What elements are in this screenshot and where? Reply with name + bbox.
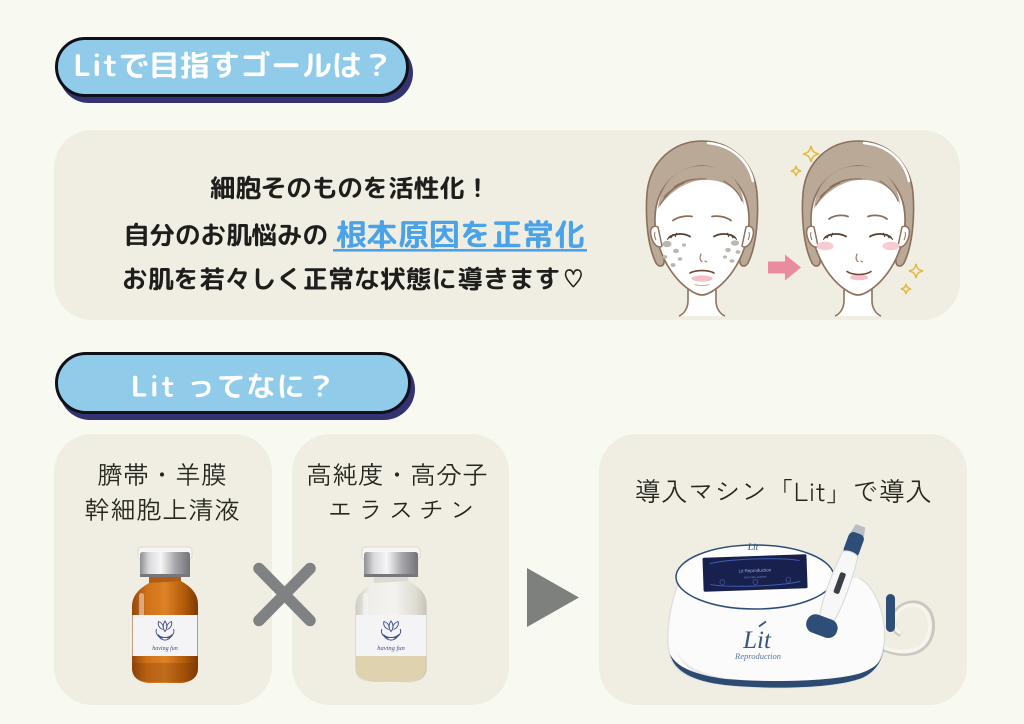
svg-text:Lit: Lit — [747, 543, 759, 553]
svg-text:skin care system: skin care system — [744, 575, 767, 580]
svg-text:Lit Reproduction: Lit Reproduction — [738, 567, 771, 573]
svg-text:Reproduction: Reproduction — [734, 651, 781, 661]
svg-text:having fun: having fun — [377, 645, 404, 652]
svg-text:having fun: having fun — [152, 645, 178, 652]
svg-text:Lit: Lit — [742, 627, 772, 654]
